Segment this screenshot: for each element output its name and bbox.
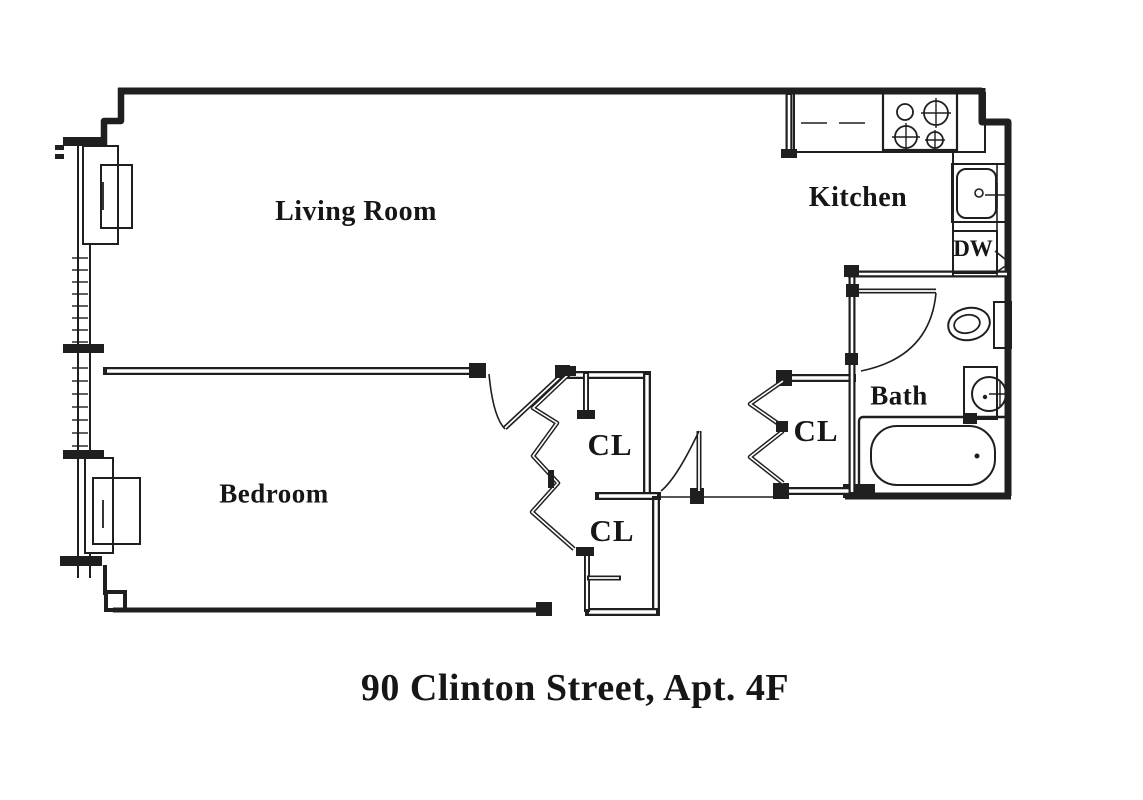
dishwasher	[952, 230, 1011, 274]
living-room-label: Living Room	[275, 196, 437, 227]
bifold-doors-hall-closet	[747, 379, 788, 485]
door-bath	[846, 284, 937, 372]
door-bedroom	[488, 365, 570, 430]
left-window-wall	[55, 137, 141, 612]
bifold-doors-bedroom-closets	[529, 366, 576, 551]
closet-lower-label: CL	[589, 513, 635, 548]
door-hallway	[660, 430, 702, 492]
kitchen-label: Kitchen	[808, 182, 908, 213]
toilet	[947, 301, 1012, 349]
window-ticks-lower	[72, 367, 88, 447]
closet-upper-label: CL	[587, 427, 633, 462]
bedroom-label: Bedroom	[219, 478, 329, 509]
window-ticks-upper	[72, 257, 88, 343]
interior-walls	[103, 91, 1011, 616]
bathtub	[857, 413, 1012, 496]
bath-label: Bath	[870, 380, 928, 411]
kitchen-stove	[881, 91, 959, 152]
window-unit-bedroom	[84, 457, 141, 554]
plan-title: 90 Clinton Street, Apt. 4F	[360, 667, 790, 709]
window-unit-living	[82, 145, 133, 245]
bath-sink	[963, 366, 1007, 420]
dishwasher-label: DW	[953, 236, 993, 261]
closet-hall-label: CL	[793, 413, 839, 448]
